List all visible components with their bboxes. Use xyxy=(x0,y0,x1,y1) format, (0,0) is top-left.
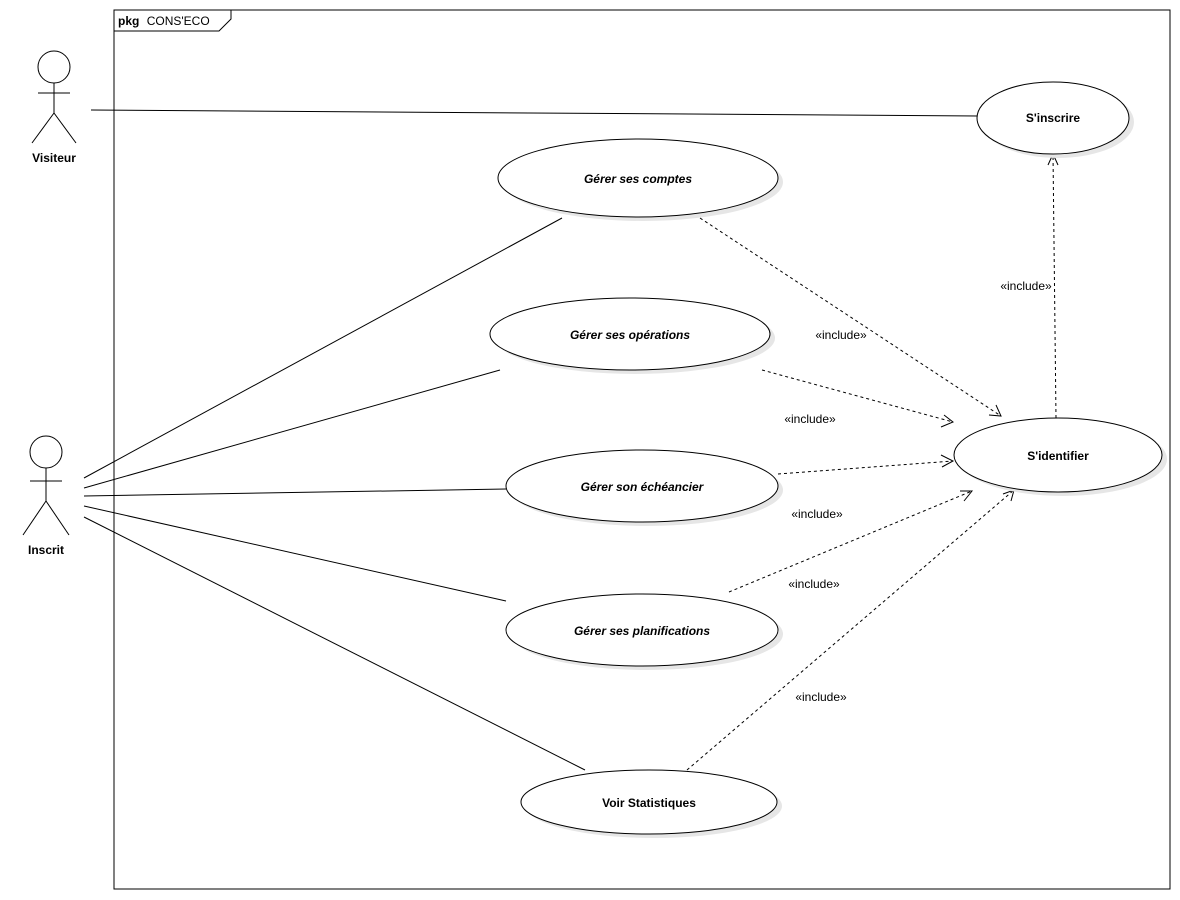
association-visiteur-sinscrire xyxy=(90,109,979,117)
use-case-gerer-echeancier-label: Gérer son échéancier xyxy=(581,480,705,494)
actor-inscrit[interactable]: Inscrit xyxy=(22,435,70,557)
actor-inscrit-label: Inscrit xyxy=(28,543,64,557)
use-case-sinscrire[interactable]: S'inscrire xyxy=(976,81,1134,158)
use-case-voir-statistiques[interactable]: Voir Statistiques xyxy=(520,769,782,838)
actor-visiteur[interactable]: Visiteur xyxy=(31,50,77,165)
association-inscrit-gerer-operations xyxy=(83,369,501,489)
use-case-voir-statistiques-label: Voir Statistiques xyxy=(602,796,696,810)
include-label: «include» xyxy=(784,412,836,426)
include-labels: «include» «include» «include» «include» … xyxy=(784,279,1052,704)
package-name: CONS'ECO xyxy=(147,14,210,28)
actor-visiteur-label: Visiteur xyxy=(32,151,76,165)
svg-text:pkg CONS'ECO: pkg CONS'ECO xyxy=(118,14,210,28)
include-identifier-sinscrire xyxy=(1052,153,1057,419)
include-operations-identifier xyxy=(761,369,954,423)
use-case-gerer-planifications[interactable]: Gérer ses planifications xyxy=(505,593,783,670)
association-inscrit-gerer-echeancier xyxy=(83,488,507,497)
use-case-sinscrire-label: S'inscrire xyxy=(1026,111,1081,125)
use-case-gerer-echeancier[interactable]: Gérer son échéancier xyxy=(505,449,783,526)
association-inscrit-voir-statistiques xyxy=(83,516,586,771)
use-case-sidentifier[interactable]: S'identifier xyxy=(953,417,1167,496)
package-frame: pkg CONS'ECO xyxy=(113,9,1171,890)
use-case-gerer-operations-label: Gérer ses opérations xyxy=(570,328,690,342)
use-case-gerer-planifications-label: Gérer ses planifications xyxy=(574,624,710,638)
use-case-gerer-comptes[interactable]: Gérer ses comptes xyxy=(497,138,783,221)
include-echeancier-identifier xyxy=(777,460,954,475)
use-case-gerer-operations[interactable]: Gérer ses opérations xyxy=(489,297,775,374)
associations xyxy=(83,109,979,771)
include-comptes-identifier xyxy=(699,217,1002,417)
include-dependencies xyxy=(686,152,1059,771)
include-label: «include» xyxy=(788,577,840,591)
include-label: «include» xyxy=(1000,279,1052,293)
use-case-gerer-comptes-label: Gérer ses comptes xyxy=(584,172,692,186)
association-inscrit-gerer-planifications xyxy=(83,505,507,602)
include-planifications-identifier xyxy=(728,490,973,593)
package-keyword: pkg xyxy=(118,14,139,28)
use-case-sidentifier-label: S'identifier xyxy=(1027,449,1089,463)
include-label: «include» xyxy=(791,507,843,521)
include-label: «include» xyxy=(815,328,867,342)
include-label: «include» xyxy=(795,690,847,704)
association-inscrit-gerer-comptes xyxy=(83,217,563,479)
